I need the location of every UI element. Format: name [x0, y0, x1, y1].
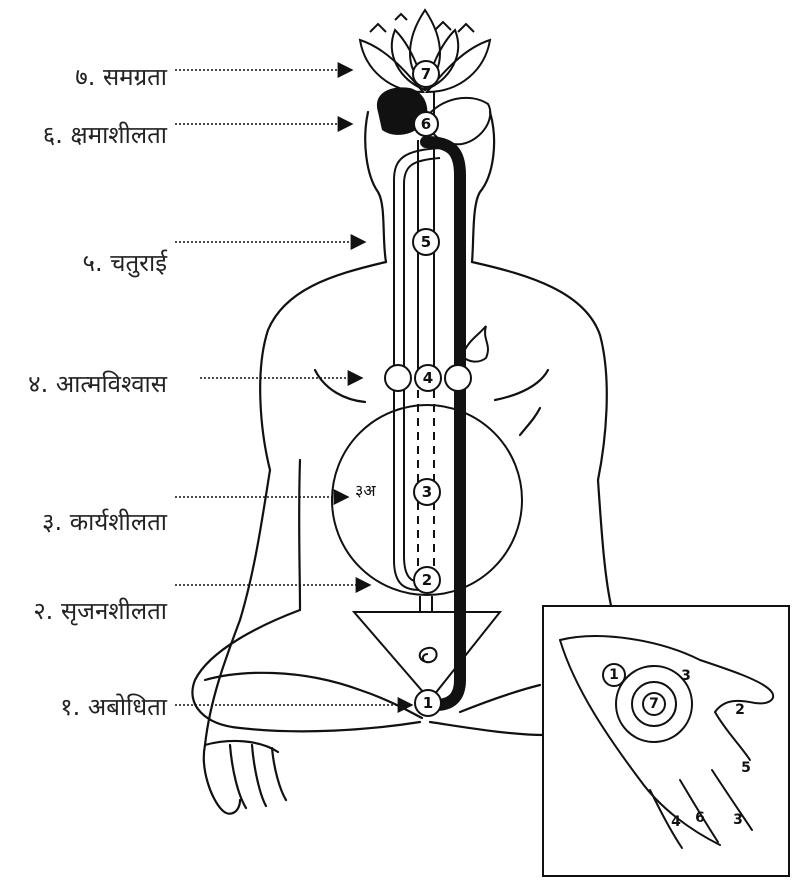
palm-inset: 1 7 3 2 5 6 3 4: [543, 606, 789, 876]
chakra-mark-7: 7: [413, 61, 439, 87]
label-arrows: [175, 70, 412, 705]
hand-mark-4: 4: [671, 814, 681, 830]
chakra-mark-6: 6: [414, 112, 438, 136]
svg-text:1: 1: [609, 667, 619, 683]
label-abodhita: १. अबोधिता: [60, 690, 167, 723]
label-atmavishwas: ४. आत्मविश्वास: [28, 367, 167, 400]
svg-text:1: 1: [423, 694, 433, 712]
label-chaturai: ५. चतुराई: [83, 246, 167, 279]
label-srujanshilata: २. सृजनशीलता: [33, 594, 167, 627]
svg-text:5: 5: [421, 233, 431, 251]
chakra-mark-1: 1: [415, 690, 441, 716]
void-mark: ३अ: [355, 481, 376, 500]
sacrum-triangle: [354, 612, 500, 700]
svg-text:7: 7: [649, 696, 659, 712]
right-channel: [426, 142, 460, 705]
label-kshamashilata: ६. क्षमाशीलता: [43, 118, 167, 151]
chakra-mark-2: 2: [414, 567, 440, 593]
hand-mark-3b: 3: [733, 812, 743, 828]
svg-text:6: 6: [421, 115, 431, 133]
hand-mark-2: 2: [735, 702, 745, 718]
chakra-mark-5: 5: [413, 229, 439, 255]
central-channel: [418, 92, 434, 612]
svg-text:7: 7: [421, 65, 431, 83]
chakra-mark-4: 4: [415, 365, 441, 391]
hand-mark-3: 3: [681, 668, 691, 684]
svg-text:2: 2: [422, 571, 432, 589]
hand-mark-6: 6: [695, 810, 705, 826]
hand-mark-1: 1: [603, 664, 625, 686]
svg-text:4: 4: [423, 369, 433, 387]
label-samagrata: ७. समग्रता: [75, 60, 167, 93]
hand-mark-7: 7: [643, 693, 665, 715]
chakra-mark-3: 3: [414, 479, 440, 505]
hand-mark-5: 5: [741, 760, 751, 776]
svg-text:3: 3: [422, 483, 432, 501]
label-karyashilata: ३. कार्यशीलता: [42, 505, 167, 538]
